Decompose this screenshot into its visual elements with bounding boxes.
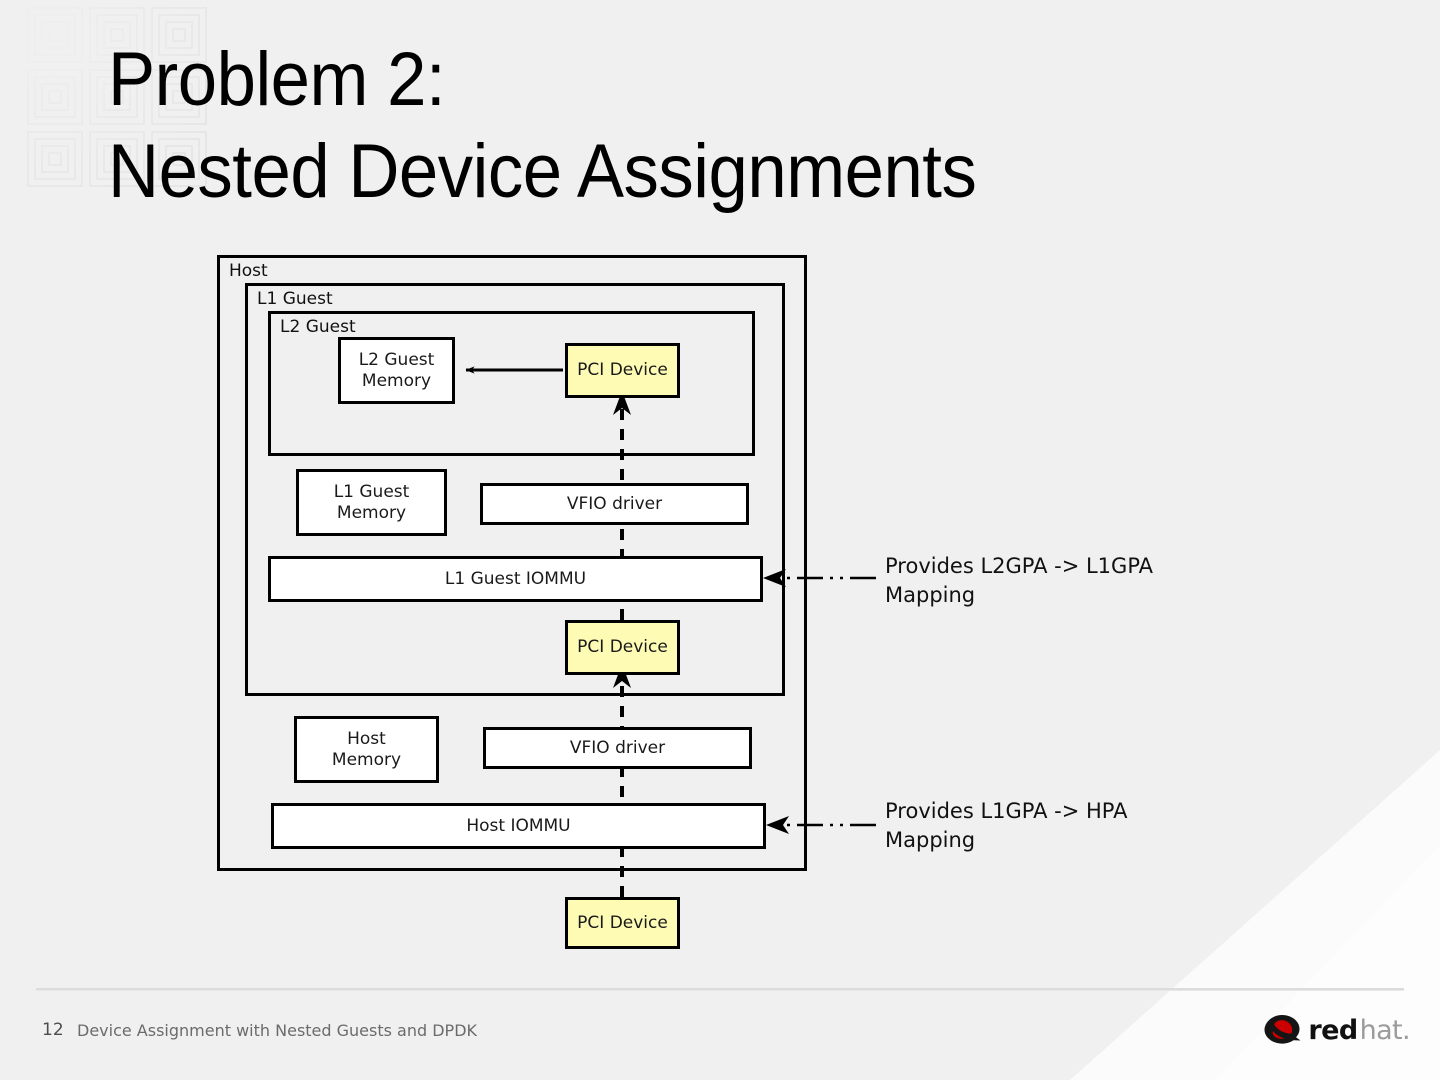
box-l1-guest-iommu: L1 Guest IOMMU <box>268 556 763 602</box>
redhat-fedora-icon <box>1264 1015 1301 1044</box>
logo-text-hat: hat. <box>1359 1014 1411 1046</box>
logo-text-red: red <box>1308 1014 1358 1046</box>
box-host-iommu: Host IOMMU <box>271 803 766 849</box>
page-number: 12 <box>42 1020 64 1040</box>
footer-divider <box>36 988 1404 991</box>
box-host-memory: Host Memory <box>294 716 439 783</box>
annotation-l1gpa: Provides L1GPA -> HPA Mapping <box>885 799 1128 852</box>
box-pci-device-l1: PCI Device <box>565 620 680 675</box>
annotation-l2gpa: Provides L2GPA -> L1GPA Mapping <box>885 554 1154 607</box>
container-host-label: Host <box>229 261 268 281</box>
box-l1-guest-memory: L1 Guest Memory <box>296 469 447 536</box>
box-pci-device-l2: PCI Device <box>565 343 680 398</box>
page-title: Problem 2: Nested Device Assignments <box>108 37 977 214</box>
footer-deck-title: Device Assignment with Nested Guests and… <box>77 1021 478 1040</box>
box-pci-device-host: PCI Device <box>565 897 680 949</box>
box-vfio-driver-host: VFIO driver <box>483 727 752 769</box>
redhat-logo: red hat. <box>1260 1008 1411 1052</box>
box-vfio-driver-l1: VFIO driver <box>480 483 749 525</box>
container-l2-guest-label: L2 Guest <box>280 317 356 337</box>
container-l2-guest: L2 Guest <box>268 311 755 456</box>
box-l2-guest-memory: L2 Guest Memory <box>338 337 455 404</box>
container-host: Host <box>217 255 807 871</box>
container-l1-guest-label: L1 Guest <box>257 289 333 309</box>
container-l1-guest: L1 Guest <box>245 283 785 696</box>
